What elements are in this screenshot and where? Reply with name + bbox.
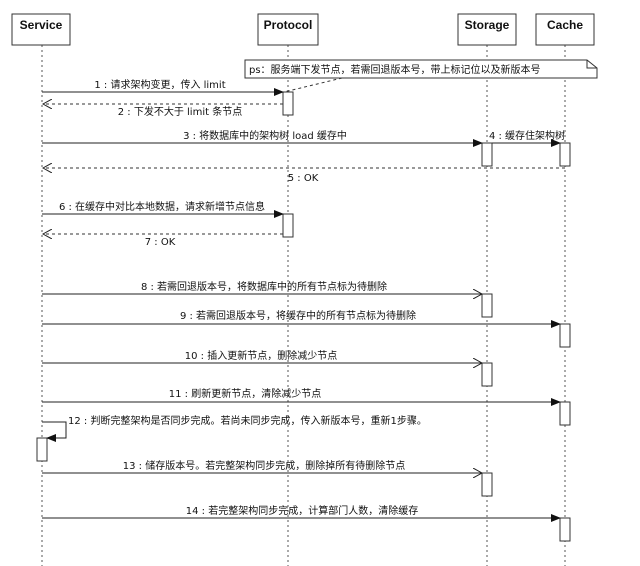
actor-service: Service	[11, 13, 71, 46]
message-label: 10 : 插入更新节点，删除减少节点	[185, 349, 337, 362]
message-label: 2 : 下发不大于 limit 条节点	[118, 105, 242, 118]
activation-cache-9	[559, 323, 571, 348]
activation-storage-8	[481, 293, 493, 318]
message-13: 13 : 储存版本号。若完整架构同步完成，删除掉所有待删除节点	[42, 459, 482, 473]
actor-storage: Storage	[457, 13, 517, 46]
activation-cache-14	[559, 517, 571, 542]
activation-cache-11	[559, 401, 571, 426]
activation-protocol-6	[282, 213, 294, 238]
actor-label-storage: Storage	[465, 18, 510, 32]
message-label: 3 : 将数据库中的架构树 load 缓存中	[183, 129, 347, 142]
message-10: 10 : 插入更新节点，删除减少节点	[42, 349, 482, 363]
message-label: 7 : OK	[145, 237, 176, 248]
message-label: 8 : 若需回退版本号，将数据库中的所有节点标为待删除	[141, 280, 387, 293]
activation-protocol-1	[282, 91, 294, 116]
note-text: ps：服务端下发节点，若需回退版本号，带上标记位以及新版本号	[249, 63, 541, 76]
actor-label-service: Service	[20, 18, 63, 32]
message-14: 14 : 若完整架构同步完成，计算部门人数，清除缓存	[42, 504, 561, 522]
actor-cache: Cache	[535, 13, 595, 46]
activation-service-12	[36, 437, 48, 462]
message-7: 7 : OK	[43, 234, 283, 248]
message-label: 1 : 请求架构变更，传入 limit	[94, 78, 225, 91]
actor-label-protocol: Protocol	[264, 18, 313, 32]
activation-storage-13	[481, 472, 493, 497]
message-label: 14 : 若完整架构同步完成，计算部门人数，清除缓存	[186, 504, 418, 517]
actor-label-cache: Cache	[547, 18, 583, 32]
message-label: 4 : 缓存住架构树	[489, 129, 565, 142]
message-9: 9 : 若需回退版本号，将缓存中的所有节点标为待删除	[42, 309, 561, 328]
message-label: 12 : 判断完整架构是否同步完成。若尚未同步完成，传入新版本号，重新1步骤。	[68, 414, 427, 427]
message-label: 9 : 若需回退版本号，将缓存中的所有节点标为待删除	[180, 309, 416, 322]
actor-protocol: Protocol	[257, 13, 319, 46]
message-5: 5 : OK	[43, 168, 565, 184]
message-label: 5 : OK	[288, 173, 319, 184]
message-8: 8 : 若需回退版本号，将数据库中的所有节点标为待删除	[42, 280, 482, 294]
message-3: 3 : 将数据库中的架构树 load 缓存中	[42, 129, 483, 147]
activation-cache-4	[559, 142, 571, 167]
activation-storage-10	[481, 362, 493, 387]
message-1: 1 : 请求架构变更，传入 limit	[42, 78, 284, 96]
message-label: 13 : 储存版本号。若完整架构同步完成，删除掉所有待删除节点	[123, 459, 405, 472]
note: ps：服务端下发节点，若需回退版本号，带上标记位以及新版本号	[244, 59, 598, 93]
note-connector	[283, 77, 343, 93]
message-12: 12 : 判断完整架构是否同步完成。若尚未同步完成，传入新版本号，重新1步骤。	[42, 414, 427, 442]
message-4: 4 : 缓存住架构树	[489, 129, 565, 147]
message-label: 6 : 在缓存中对比本地数据，请求新增节点信息	[59, 200, 265, 213]
message-11: 11 : 刷新更新节点，清除减少节点	[42, 387, 561, 406]
message-label: 11 : 刷新更新节点，清除减少节点	[169, 387, 321, 400]
message-6: 6 : 在缓存中对比本地数据，请求新增节点信息	[42, 200, 284, 218]
message-2: 2 : 下发不大于 limit 条节点	[43, 104, 283, 118]
activation-storage-3	[481, 142, 493, 167]
